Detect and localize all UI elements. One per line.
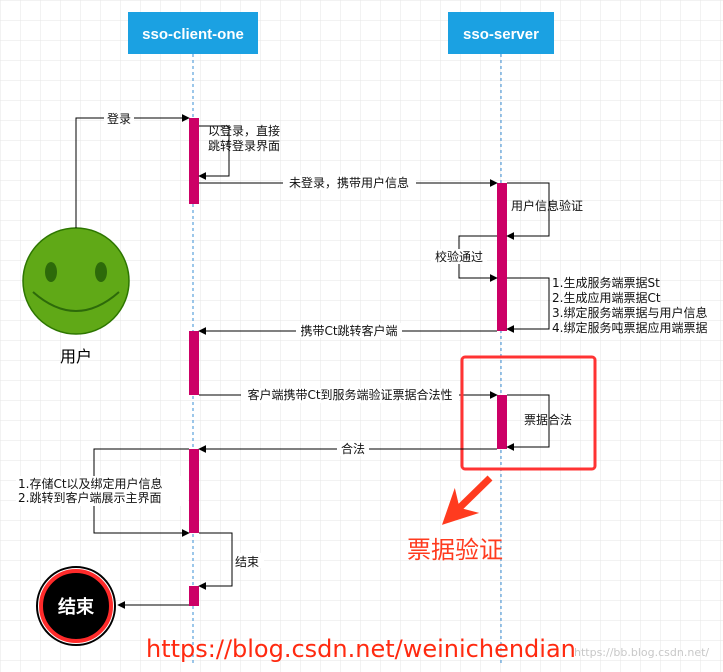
server-step-4: 4.绑定服务吨票据应用端票据 bbox=[552, 320, 707, 335]
end-node bbox=[36, 566, 116, 646]
label-login: 登录 bbox=[107, 111, 131, 126]
server-step-1: 1.生成服务端票据St bbox=[552, 275, 660, 290]
server-step-2: 2.生成应用端票据Ct bbox=[552, 290, 661, 305]
activation-server-1 bbox=[497, 183, 507, 331]
activation-client-4 bbox=[189, 586, 199, 606]
message-self-client-end bbox=[198, 532, 233, 590]
client-step-1: 1.存储Ct以及绑定用户信息 bbox=[18, 476, 163, 491]
label-carry-ct: 携带Ct跳转客户端 bbox=[300, 323, 397, 338]
participant-label-server: sso-server bbox=[463, 26, 539, 43]
activation-client-3 bbox=[189, 449, 199, 533]
message-self-server-verify bbox=[506, 182, 550, 240]
message-self-server-ticket bbox=[506, 394, 550, 451]
label-not-logged-in: 未登录，携带用户信息 bbox=[289, 175, 409, 190]
activation-server-2 bbox=[497, 395, 507, 449]
highlight-label: 票据验证 bbox=[407, 536, 503, 564]
label-verify-pass: 校验通过 bbox=[435, 249, 483, 264]
watermark-text: https://bb.blog.csdn.net/ bbox=[574, 646, 709, 659]
smiley-user-icon bbox=[22, 227, 130, 335]
highlight-ticket-verify-box bbox=[460, 355, 597, 471]
participant-sso-server bbox=[448, 12, 554, 54]
server-step-3: 3.绑定服务端票据与用户信息 bbox=[552, 305, 707, 320]
actor-label: 用户 bbox=[60, 347, 92, 366]
label-redirect-login-2: 跳转登录界面 bbox=[208, 138, 280, 153]
client-step-2: 2.跳转到客户端展示主界面 bbox=[18, 490, 161, 505]
url-text: https://blog.csdn.net/weinichendian bbox=[146, 635, 576, 663]
message-self-client-1 bbox=[198, 125, 230, 180]
label-legal: 合法 bbox=[341, 441, 365, 456]
label-end: 结束 bbox=[235, 555, 259, 569]
end-node-label: 结束 bbox=[58, 596, 95, 618]
label-verify-user: 用户信息验证 bbox=[511, 198, 583, 213]
label-redirect-login-1: 以登录，直接 bbox=[208, 123, 280, 138]
label-client-verify: 客户端携带Ct到服务端验证票据合法性 bbox=[247, 387, 452, 402]
activation-client-2 bbox=[189, 331, 199, 395]
message-login bbox=[75, 114, 190, 228]
message-self-server-steps bbox=[506, 277, 550, 333]
participant-label-client: sso-client-one bbox=[142, 26, 244, 43]
server-steps-list: 1.生成服务端票据St 2.生成应用端票据Ct 3.绑定服务端票据与用户信息 4… bbox=[552, 275, 707, 335]
label-ticket-valid: 票据合法 bbox=[524, 412, 572, 427]
participant-sso-client-one bbox=[128, 12, 258, 54]
activation-client-1 bbox=[189, 118, 199, 204]
red-pointer-arrow bbox=[441, 475, 493, 525]
